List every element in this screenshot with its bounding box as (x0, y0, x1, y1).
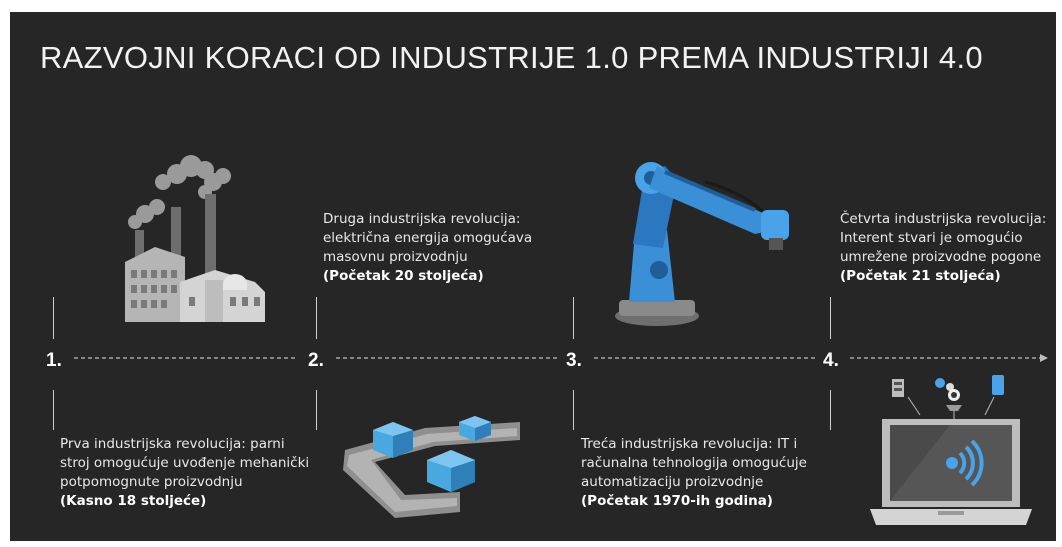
step-2-text: Druga industrijska revolucija: električn… (323, 211, 533, 265)
step-2-period: (Početak 20 stoljeća) (323, 268, 484, 284)
step-1-text: Prva industrijska revolucija: parni stro… (60, 436, 310, 490)
timeline-arrow (1040, 354, 1048, 362)
laptop-iot-icon (870, 375, 1032, 525)
step-4-text: Četvrta industrijska revolucija: Interen… (840, 211, 1047, 265)
step-4-description: Četvrta industrijska revolucija: Interen… (840, 210, 1050, 286)
step2-line-bottom (316, 390, 317, 430)
step-3-period: (Početak 1970-ih godina) (581, 493, 773, 509)
step4-line-top (830, 297, 831, 339)
step-number-1: 1. (46, 350, 62, 371)
slide: RAZVOJNI KORACI OD INDUSTRIJE 1.0 PREMA … (10, 12, 1056, 541)
step-4-period: (Početak 21 stoljeća) (840, 268, 1001, 284)
step1-line-bottom (53, 390, 54, 430)
step-3-description: Treća industrijska revolucija: IT i raču… (581, 435, 821, 511)
step-number-4: 4. (823, 350, 839, 371)
conveyor-belt-icon (343, 416, 520, 518)
step3-line-top (573, 297, 574, 339)
factory-icon (125, 155, 265, 322)
step4-line-bottom (830, 390, 831, 430)
step3-line-bottom (573, 390, 574, 430)
robot-arm-icon (615, 162, 789, 326)
step-2-description: Druga industrijska revolucija: električn… (323, 210, 548, 286)
step1-line-top (53, 297, 54, 339)
step-3-text: Treća industrijska revolucija: IT i raču… (581, 436, 807, 490)
step-1-description: Prva industrijska revolucija: parni stro… (60, 435, 310, 511)
slide-title: RAZVOJNI KORACI OD INDUSTRIJE 1.0 PREMA … (40, 40, 983, 75)
step2-line-top (316, 297, 317, 339)
timeline (74, 354, 1048, 362)
step-number-3: 3. (566, 350, 582, 371)
step-number-2: 2. (308, 350, 324, 371)
step-1-period: (Kasno 18 stoljeće) (60, 493, 207, 509)
